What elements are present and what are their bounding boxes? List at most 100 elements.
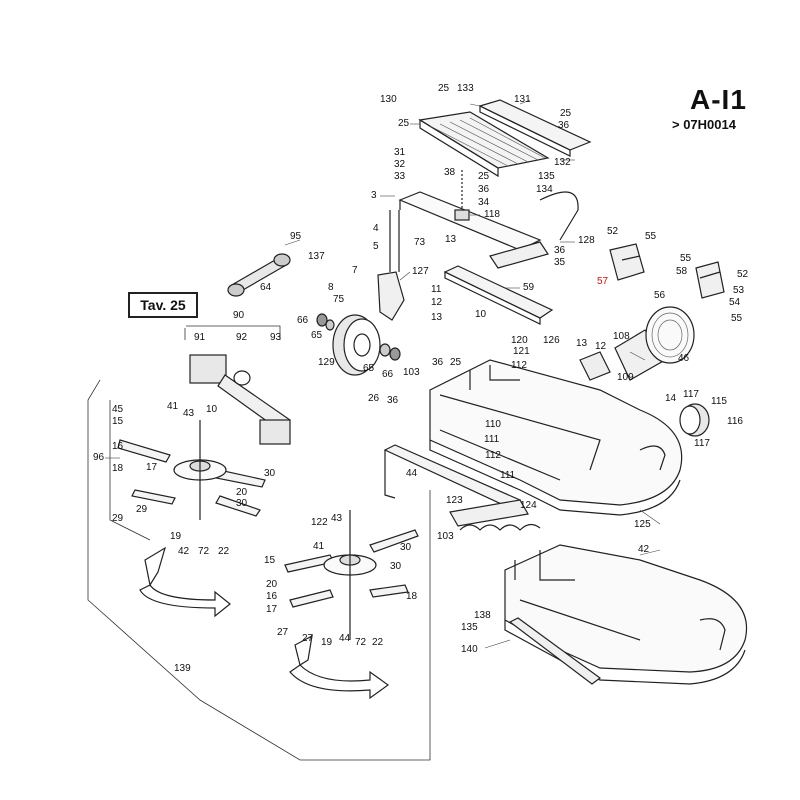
part-label-124: 124 bbox=[520, 500, 537, 511]
part-label-41: 41 bbox=[167, 401, 179, 412]
part-label-45: 45 bbox=[112, 404, 124, 415]
callout-frames bbox=[87, 325, 431, 761]
part-label-42: 42 bbox=[638, 544, 650, 555]
part-label-75: 75 bbox=[333, 294, 345, 305]
part-label-66: 66 bbox=[382, 369, 394, 380]
part-label-135: 135 bbox=[461, 622, 478, 633]
roller-115 bbox=[679, 403, 710, 437]
part-label-13: 13 bbox=[431, 312, 443, 323]
part-label-36: 36 bbox=[478, 184, 490, 195]
part-label-30: 30 bbox=[400, 542, 412, 553]
part-label-30: 30 bbox=[236, 498, 248, 509]
part-label-15: 15 bbox=[264, 555, 276, 566]
part-label-36: 36 bbox=[432, 357, 444, 368]
part-label-46: 46 bbox=[678, 353, 690, 364]
part-label-66: 66 bbox=[297, 315, 309, 326]
part-label-42: 42 bbox=[178, 546, 190, 557]
part-label-33: 33 bbox=[394, 171, 406, 182]
part-label-13: 13 bbox=[576, 338, 588, 349]
part-label-20: 20 bbox=[266, 579, 278, 590]
part-label-92: 92 bbox=[236, 332, 248, 343]
part-label-3: 3 bbox=[371, 190, 377, 201]
part-label-25: 25 bbox=[438, 83, 450, 94]
part-label-14: 14 bbox=[665, 393, 677, 404]
part-label-44: 44 bbox=[406, 468, 418, 479]
part-label-30: 30 bbox=[264, 468, 276, 479]
part-label-58: 58 bbox=[676, 266, 688, 277]
bar-59 bbox=[443, 265, 554, 325]
part-label-73: 73 bbox=[414, 237, 426, 248]
part-label-122: 122 bbox=[311, 517, 328, 528]
part-label-72: 72 bbox=[198, 546, 210, 557]
part-label-137: 137 bbox=[308, 251, 325, 262]
mower-deck-138 bbox=[504, 544, 747, 685]
part-label-128: 128 bbox=[578, 235, 595, 246]
strip-139 bbox=[508, 617, 602, 685]
part-label-20: 20 bbox=[236, 487, 248, 498]
reference-box: Tav. 25 bbox=[128, 292, 198, 318]
part-label-7: 7 bbox=[352, 265, 358, 276]
part-label-16: 16 bbox=[112, 441, 124, 452]
part-label-29: 29 bbox=[112, 513, 124, 524]
part-label-43: 43 bbox=[331, 513, 343, 524]
part-label-12: 12 bbox=[595, 341, 607, 352]
part-label-109: 109 bbox=[617, 372, 634, 383]
part-label-25: 25 bbox=[478, 171, 490, 182]
part-label-65: 65 bbox=[363, 363, 375, 374]
part-label-25: 25 bbox=[398, 118, 410, 129]
part-label-96: 96 bbox=[93, 452, 105, 463]
part-label-117: 117 bbox=[683, 389, 699, 400]
caster-fork-127 bbox=[377, 210, 405, 321]
leader-lines bbox=[105, 99, 661, 649]
part-label-111: 111 bbox=[484, 434, 500, 445]
part-label-29: 29 bbox=[136, 504, 148, 515]
part-label-10: 10 bbox=[206, 404, 218, 415]
part-label-18: 18 bbox=[112, 463, 124, 474]
part-label-53: 53 bbox=[733, 285, 745, 296]
part-label-11: 11 bbox=[431, 284, 442, 295]
discharge-chute-46 bbox=[579, 306, 695, 381]
part-label-10: 10 bbox=[475, 309, 487, 320]
part-label-55: 55 bbox=[645, 231, 657, 242]
part-label-131: 131 bbox=[514, 94, 531, 105]
part-label-121: 121 bbox=[513, 346, 530, 357]
part-label-135: 135 bbox=[538, 171, 555, 182]
part-label-43: 43 bbox=[183, 408, 195, 419]
part-label-91: 91 bbox=[194, 332, 206, 343]
part-label-116: 116 bbox=[727, 416, 743, 427]
part-label-36: 36 bbox=[554, 245, 566, 256]
part-label-130: 130 bbox=[380, 94, 397, 105]
part-label-27: 27 bbox=[302, 633, 314, 644]
part-label-17: 17 bbox=[146, 462, 158, 473]
part-label-31: 31 bbox=[394, 147, 406, 158]
part-label-56: 56 bbox=[654, 290, 666, 301]
part-label-134: 134 bbox=[536, 184, 553, 195]
part-label-95: 95 bbox=[290, 231, 302, 242]
rotation-arrows bbox=[139, 546, 390, 700]
part-label-18: 18 bbox=[406, 591, 418, 602]
bracket-assembly-55 bbox=[609, 243, 725, 299]
part-label-103: 103 bbox=[437, 531, 454, 542]
part-label-52: 52 bbox=[607, 226, 619, 237]
part-label-55: 55 bbox=[680, 253, 692, 264]
part-label-8: 8 bbox=[328, 282, 334, 293]
part-label-22: 22 bbox=[218, 546, 230, 557]
part-label-133: 133 bbox=[457, 83, 474, 94]
serial-range: > 07H0014 bbox=[672, 117, 736, 132]
part-label-19: 19 bbox=[170, 531, 182, 542]
part-label-19: 19 bbox=[321, 637, 333, 648]
part-label-111: 111 bbox=[500, 470, 516, 481]
part-label-59: 59 bbox=[523, 282, 535, 293]
part-label-30: 30 bbox=[390, 561, 402, 572]
part-label-16: 16 bbox=[266, 591, 278, 602]
part-label-26: 26 bbox=[368, 393, 380, 404]
part-label-15: 15 bbox=[112, 416, 124, 427]
wheel-129 bbox=[316, 313, 401, 376]
blade-assembly-right bbox=[284, 510, 419, 640]
blade-assembly-left bbox=[117, 420, 266, 520]
footrest-plate-130 bbox=[418, 111, 550, 178]
page-title: A-I1 bbox=[690, 84, 747, 115]
gearbox-93 bbox=[189, 354, 291, 445]
